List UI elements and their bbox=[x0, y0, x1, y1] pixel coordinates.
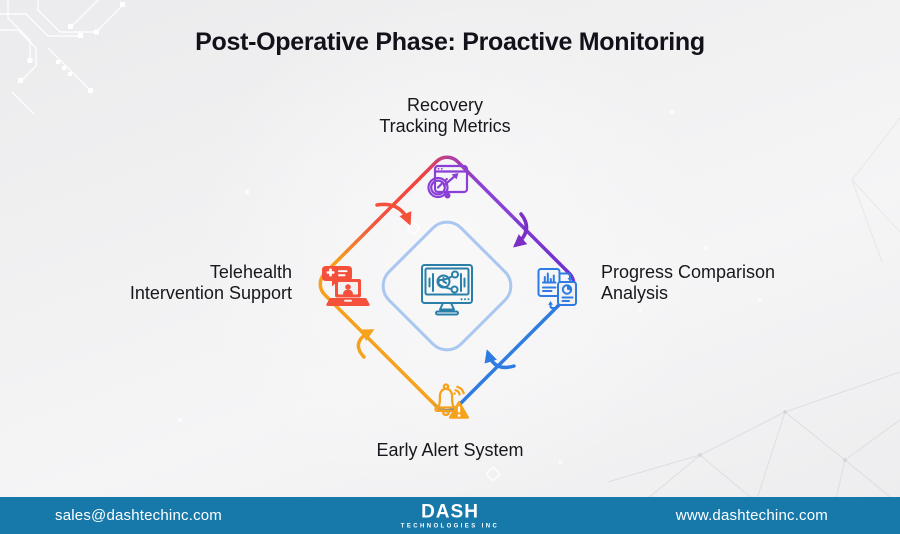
footer-email: sales@dashtechinc.com bbox=[55, 507, 223, 524]
label-line: Early Alert System bbox=[376, 440, 524, 460]
label-line: Progress Comparison bbox=[601, 262, 776, 282]
footer-website: www.dashtechinc.com bbox=[675, 507, 828, 524]
label-progress-comparison-analysis: Progress Comparison Analysis bbox=[601, 262, 831, 304]
label-line: Recovery bbox=[406, 95, 484, 115]
telehealth-laptop-icon bbox=[322, 266, 370, 306]
circuit-pattern bbox=[0, 0, 125, 115]
progress-comparison-icon bbox=[537, 268, 577, 309]
recovery-gauge-icon bbox=[427, 164, 469, 199]
label-line: Tracking Metrics bbox=[379, 116, 511, 136]
label-telehealth-intervention-support: Telehealth Intervention Support bbox=[62, 262, 292, 304]
flow-arrows bbox=[356, 202, 529, 370]
inner-diamond bbox=[381, 220, 513, 352]
logo-stripe bbox=[401, 514, 415, 516]
outer-cycle-ring bbox=[318, 155, 576, 413]
logo-stripe bbox=[401, 509, 415, 511]
flow-arrow-red bbox=[375, 202, 412, 226]
dash-logo-wordmark: DASH bbox=[421, 501, 479, 522]
label-early-alert-system: Early Alert System bbox=[330, 440, 570, 461]
ring-segment-orange bbox=[318, 155, 447, 413]
dash-logo-subtext: TECHNOLOGIES INC bbox=[400, 523, 500, 529]
health-monitor-icon bbox=[421, 264, 473, 316]
flow-arrow-orange bbox=[356, 329, 375, 359]
flow-arrow-blue bbox=[484, 349, 516, 370]
label-recovery-tracking-metrics: Recovery Tracking Metrics bbox=[325, 95, 565, 137]
label-line: Analysis bbox=[601, 283, 669, 303]
alert-bell-icon bbox=[434, 383, 470, 419]
flow-arrow-purple bbox=[513, 212, 529, 248]
footer-bar: sales@dashtechinc.com DASH TECHNOLOGIES … bbox=[0, 497, 900, 534]
dash-logo: DASH TECHNOLOGIES INC bbox=[401, 502, 499, 529]
label-line: Intervention Support bbox=[129, 283, 292, 303]
label-line: Telehealth bbox=[209, 262, 292, 282]
page-title: Post-Operative Phase: Proactive Monitori… bbox=[195, 28, 705, 56]
